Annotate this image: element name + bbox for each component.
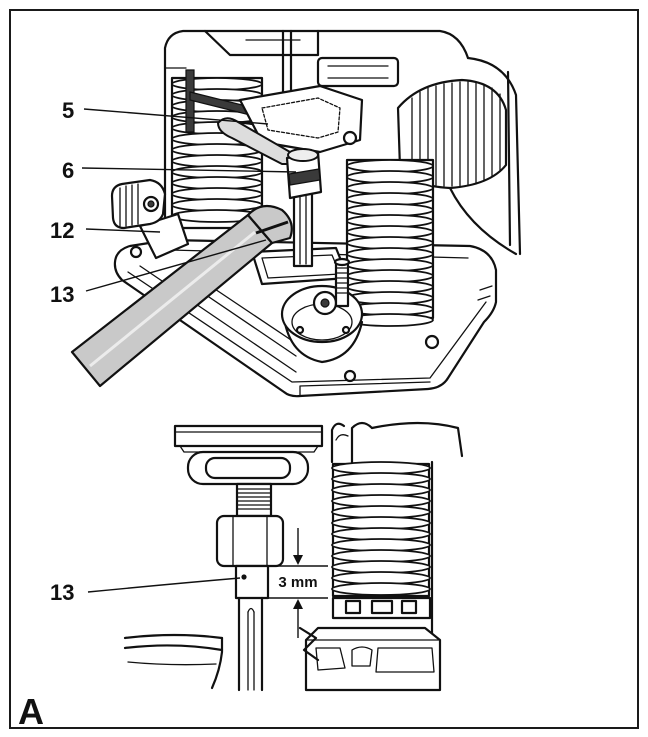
detail-housing (330, 421, 464, 642)
motor-housing (163, 29, 470, 238)
collet-detail (234, 564, 270, 600)
leader-line-12 (85, 228, 161, 233)
panel-label: A (18, 691, 44, 732)
leader-line-5 (83, 108, 269, 125)
reference-dot (241, 574, 247, 580)
spindle-washer (186, 450, 310, 486)
threaded-stud (235, 482, 273, 518)
leader-lines-overview (81, 108, 297, 292)
callout-13: 13 (50, 282, 74, 307)
leader-line-6 (81, 167, 297, 173)
callout-12: 12 (50, 218, 74, 243)
leader-line-13 (85, 239, 267, 292)
callout-5: 5 (62, 98, 74, 123)
base-lip (123, 633, 224, 690)
arrow-up-icon (293, 599, 303, 609)
collet-detail-view (87, 421, 464, 692)
left-bellows-column (170, 69, 264, 230)
depth-turret (280, 257, 364, 364)
detail-bellows (331, 461, 432, 620)
bit-shank (237, 596, 264, 692)
spanner-wrench (70, 204, 293, 388)
detail-base-block (298, 626, 442, 692)
lock-knob (110, 178, 190, 260)
dimension-label: 3 mm (278, 574, 317, 591)
arrow-down-icon (293, 555, 303, 565)
collet-nut (285, 148, 323, 268)
leader-line-13-detail (87, 577, 241, 593)
right-bellows-column (345, 158, 435, 327)
callout-13-detail: 13 (50, 580, 74, 605)
dimension-arrows (268, 528, 328, 638)
collet-nut-detail (215, 514, 285, 568)
router-overview (70, 29, 522, 398)
callout-6: 6 (62, 158, 74, 183)
